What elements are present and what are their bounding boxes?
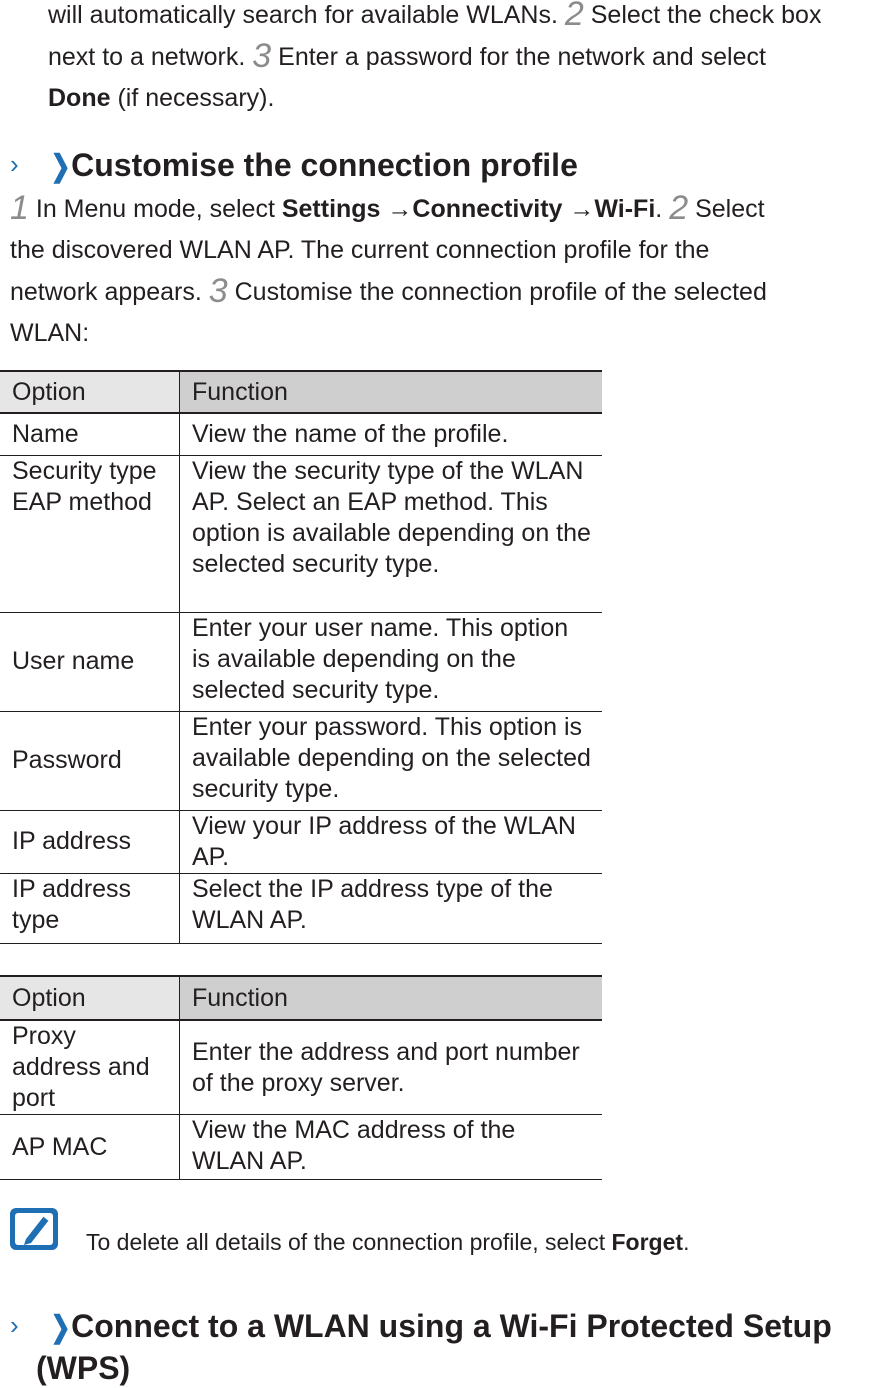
section-title-line2: (WPS)	[36, 1350, 131, 1386]
option-cell: AP MAC	[0, 1114, 180, 1180]
table-row: Name View the name of the profile.	[0, 413, 602, 456]
note-pencil-icon	[10, 1208, 58, 1250]
note-text: To delete all details of the connection …	[86, 1226, 689, 1258]
table-row: Password Enter your password. This optio…	[0, 711, 602, 811]
step-number-2: 2	[669, 189, 689, 227]
steps-text-3: the discovered WLAN AP. The current conn…	[10, 236, 710, 264]
wifi-keyword: Wi-Fi	[594, 195, 656, 223]
table-header-row: Option Function	[0, 975, 602, 1021]
function-cell: View your IP address of the WLAN AP.	[179, 810, 602, 874]
steps-text-6: WLAN:	[10, 319, 90, 347]
table-row: IP address View your IP address of the W…	[0, 810, 602, 874]
function-cell: Select the IP address type of the WLAN A…	[179, 873, 602, 944]
function-cell: Enter your password. This option is avai…	[179, 711, 602, 811]
step-number-3: 3	[252, 37, 272, 75]
function-cell: Enter your user name. This option is ava…	[179, 612, 602, 712]
section-heading-customise: › ❯Customise the connection profile	[10, 144, 578, 187]
options-table-2: Option Function Proxy address and port E…	[0, 975, 602, 1180]
step-number-3: 3	[208, 272, 228, 310]
option-cell: User name	[0, 612, 180, 712]
section-heading-wps: › ❯Connect to a WLAN using a Wi-Fi Protec…	[10, 1305, 880, 1388]
options-table-1: Option Function Name View the name of th…	[0, 370, 602, 944]
table-row: IP address type Select the IP address ty…	[0, 873, 602, 944]
intro-text-4: Enter a password for the network and sel…	[278, 43, 766, 71]
header-option: Option	[0, 370, 180, 414]
chevron-small-icon: ›	[10, 149, 19, 179]
section-title-line1: Connect to a WLAN using a Wi-Fi Protecte…	[71, 1308, 832, 1344]
header-option: Option	[0, 975, 180, 1021]
step-number-2: 2	[564, 0, 584, 33]
option-cell: IP address type	[0, 873, 180, 944]
function-cell: Enter the address and port number of the…	[179, 1020, 602, 1115]
arrow-icon: →	[387, 195, 413, 223]
option-cell: IP address	[0, 810, 180, 874]
steps-text-2: Select	[695, 195, 765, 223]
table-row: Proxy address and port Enter the address…	[0, 1020, 602, 1115]
settings-keyword: Settings	[281, 195, 381, 223]
done-keyword: Done	[48, 84, 111, 112]
forget-keyword: Forget	[611, 1229, 684, 1255]
note-text-main: To delete all details of the connection …	[86, 1229, 606, 1255]
intro-text-1: will automatically search for available …	[48, 1, 558, 29]
steps-text-4: network appears.	[10, 278, 202, 306]
table-row: User name Enter your user name. This opt…	[0, 612, 602, 712]
table-row: Security type EAP method View the securi…	[0, 455, 602, 613]
header-function: Function	[179, 975, 602, 1021]
connectivity-keyword: Connectivity	[412, 195, 563, 223]
chevron-small-icon: ›	[10, 1310, 19, 1340]
intro-text-3: next to a network.	[48, 43, 246, 71]
option-cell: Proxy address and port	[0, 1020, 180, 1115]
section-title: Customise the connection profile	[71, 147, 578, 183]
option-cell: Security type EAP method	[0, 455, 180, 613]
intro-paragraph: will automatically search for available …	[48, 0, 887, 119]
function-cell: View the name of the profile.	[179, 413, 602, 456]
steps-paragraph: 1 In Menu mode, select Settings →Connect…	[10, 188, 870, 354]
intro-text-2: Select the check box	[590, 1, 822, 29]
steps-text-5: Customise the connection profile of the …	[234, 278, 767, 306]
intro-text-5: (if necessary).	[117, 84, 275, 112]
table-header-row: Option Function	[0, 370, 602, 414]
function-cell: View the security type of the WLAN AP. S…	[179, 455, 602, 613]
function-cell: View the MAC address of the WLAN AP.	[179, 1114, 602, 1180]
table-row: AP MAC View the MAC address of the WLAN …	[0, 1114, 602, 1180]
note-period: .	[683, 1229, 690, 1255]
steps-text-1: In Menu mode, select	[35, 195, 275, 223]
option-cell: Name	[0, 413, 180, 456]
option-cell: Password	[0, 711, 180, 811]
period: .	[655, 195, 663, 223]
chevron-right-icon: ❯	[50, 150, 71, 183]
step-number-1: 1	[10, 189, 29, 227]
header-function: Function	[179, 370, 602, 414]
chevron-right-icon: ❯	[50, 1311, 71, 1344]
arrow-icon: →	[569, 195, 595, 223]
